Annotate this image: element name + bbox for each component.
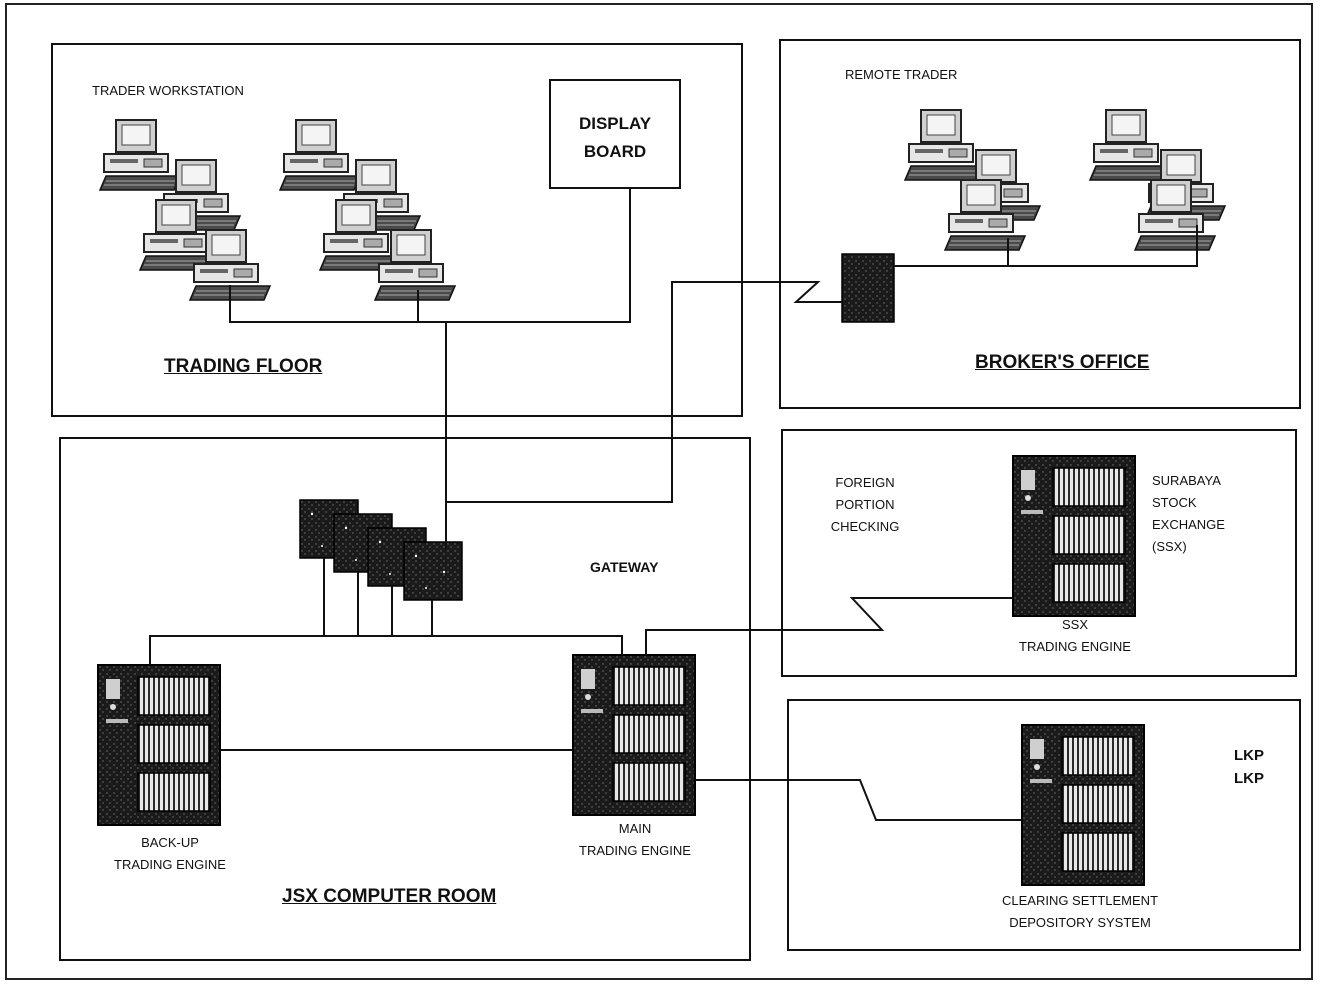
brokers-office-box bbox=[779, 39, 1301, 409]
ssx-name-line-4: (SSX) bbox=[1152, 539, 1187, 554]
remote-trader-workstations bbox=[904, 109, 1226, 251]
trading-floor-title: TRADING FLOOR bbox=[164, 356, 323, 377]
ssx-name-line-3: EXCHANGE bbox=[1152, 517, 1225, 532]
clearing-system-label: CLEARING SETTLEMENT DEPOSITORY SYSTEM bbox=[965, 890, 1195, 934]
clearing-line-2: DEPOSITORY SYSTEM bbox=[1009, 915, 1151, 930]
backup-engine-label: BACK-UP TRADING ENGINE bbox=[80, 832, 260, 876]
ssx-box bbox=[781, 429, 1297, 677]
foreign-line-3: CHECKING bbox=[830, 519, 900, 534]
clearing-line-1: CLEARING SETTLEMENT bbox=[1001, 893, 1159, 908]
outer-frame bbox=[5, 3, 1313, 980]
backup-engine-line-2: TRADING ENGINE bbox=[114, 857, 226, 872]
ssx-engine-label: SSX TRADING ENGINE bbox=[985, 614, 1165, 658]
display-board-line-2: BOARD bbox=[583, 142, 647, 161]
lkp-line-1: LKP bbox=[1234, 747, 1264, 764]
brokers-office-title: BROKER'S OFFICE bbox=[975, 352, 1150, 373]
trading-floor-box bbox=[51, 43, 743, 417]
surabaya-exchange-label: SURABAYA STOCK EXCHANGE (SSX) bbox=[1152, 470, 1225, 558]
lkp-label: LKP LKP bbox=[1234, 744, 1264, 790]
main-trading-engine bbox=[572, 654, 696, 816]
trader-workstations bbox=[99, 119, 456, 301]
backup-engine-line-1: BACK-UP bbox=[141, 835, 199, 850]
lkp-box bbox=[787, 699, 1301, 951]
computer-room-title: JSX COMPUTER ROOM bbox=[282, 886, 497, 907]
connection-lines bbox=[149, 188, 1198, 821]
clearing-settlement-server bbox=[1021, 724, 1145, 886]
display-board-line-1: DISPLAY bbox=[578, 114, 652, 133]
foreign-line-2: PORTION bbox=[835, 497, 895, 512]
remote-trader-label: REMOTE TRADER bbox=[845, 67, 958, 82]
foreign-line-1: FOREIGN bbox=[835, 475, 895, 490]
ssx-name-line-1: SURABAYA bbox=[1152, 473, 1221, 488]
ssx-trading-engine bbox=[1012, 455, 1136, 617]
trader-workstation-label: TRADER WORKSTATION bbox=[92, 83, 244, 98]
ssx-engine-line-2: TRADING ENGINE bbox=[1019, 639, 1131, 654]
ssx-engine-line-1: SSX bbox=[1061, 617, 1088, 632]
gateway-label: GATEWAY bbox=[590, 559, 659, 575]
ssx-name-line-2: STOCK bbox=[1152, 495, 1197, 510]
display-board-label: DISPLAY BOARD bbox=[550, 110, 680, 166]
main-engine-line-2: TRADING ENGINE bbox=[579, 843, 691, 858]
main-engine-label: MAIN TRADING ENGINE bbox=[545, 818, 725, 862]
display-board bbox=[549, 79, 681, 189]
main-engine-line-1: MAIN bbox=[618, 821, 652, 836]
backup-trading-engine bbox=[97, 664, 221, 826]
lkp-line-2: LKP bbox=[1234, 770, 1264, 787]
foreign-portion-label: FOREIGN PORTION CHECKING bbox=[810, 472, 920, 538]
computer-room-box bbox=[59, 437, 751, 961]
broker-modem bbox=[841, 253, 895, 323]
